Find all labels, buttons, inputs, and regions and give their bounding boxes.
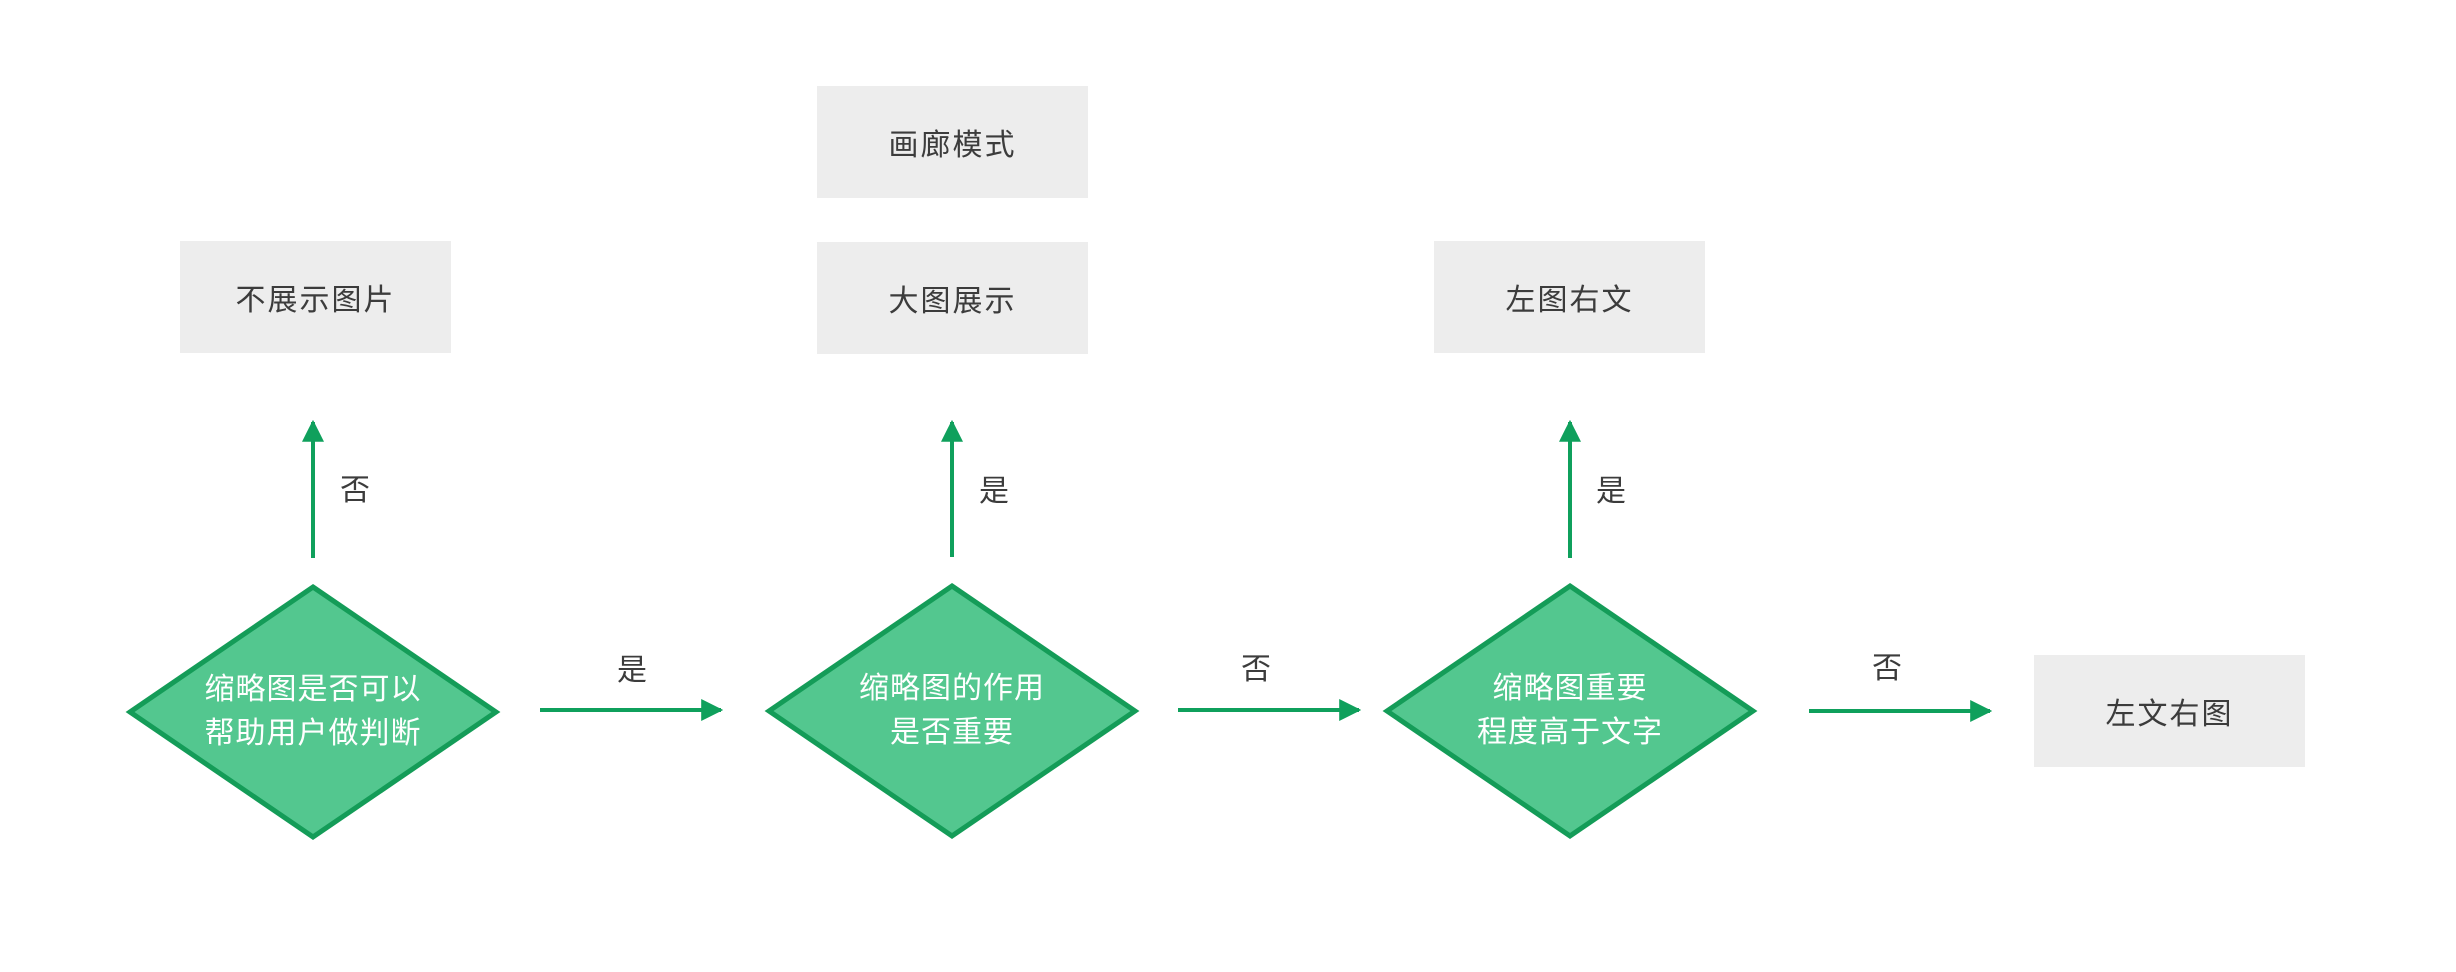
node-left-text-right-image-label: 左文右图 (2105, 698, 2234, 731)
decision-thumbnail-over-text-label: 缩略图重要 程度高于文字 (1410, 667, 1730, 755)
node-big-image[interactable]: 大图展示 (817, 242, 1088, 354)
edge-label-d1-up-no: 否 (340, 474, 370, 507)
decision-thumbnail-over-text-line1: 缩略图重要 (1492, 672, 1648, 705)
edge-label-d3-right-no: 否 (1872, 652, 1902, 685)
edge-label-d1-right-yes: 是 (617, 654, 647, 687)
node-no-image[interactable]: 不展示图片 (180, 241, 451, 353)
decision-thumbnail-important-line2: 是否重要 (890, 716, 1014, 749)
decision-thumbnail-important-label: 缩略图的作用 是否重要 (792, 667, 1112, 755)
edge-label-d2-right-no: 否 (1241, 653, 1271, 686)
decision-thumbnail-helps-line2: 帮助用户做判断 (204, 717, 422, 750)
node-left-text-right-image[interactable]: 左文右图 (2034, 655, 2305, 767)
edge-label-d2-up-yes: 是 (979, 475, 1009, 508)
decision-thumbnail-over-text-line2: 程度高于文字 (1477, 716, 1663, 749)
decision-diamond-thumbnail-important[interactable] (764, 582, 1140, 840)
node-left-image-right-text[interactable]: 左图右文 (1434, 241, 1705, 353)
node-no-image-label: 不展示图片 (235, 284, 396, 317)
node-big-image-label: 大图展示 (888, 285, 1017, 318)
node-left-image-right-text-label: 左图右文 (1505, 284, 1634, 317)
decision-thumbnail-helps-label: 缩略图是否可以 帮助用户做判断 (153, 668, 473, 756)
edge-label-d3-up-yes: 是 (1596, 475, 1626, 508)
node-gallery-mode-label: 画廊模式 (888, 129, 1017, 162)
decision-thumbnail-helps-line1: 缩略图是否可以 (204, 673, 422, 706)
node-gallery-mode[interactable]: 画廊模式 (817, 86, 1088, 198)
decision-diamond-thumbnail-helps[interactable] (125, 583, 501, 841)
decision-diamond-thumbnail-over-text[interactable] (1382, 582, 1758, 840)
decision-thumbnail-important-line1: 缩略图的作用 (859, 672, 1045, 705)
